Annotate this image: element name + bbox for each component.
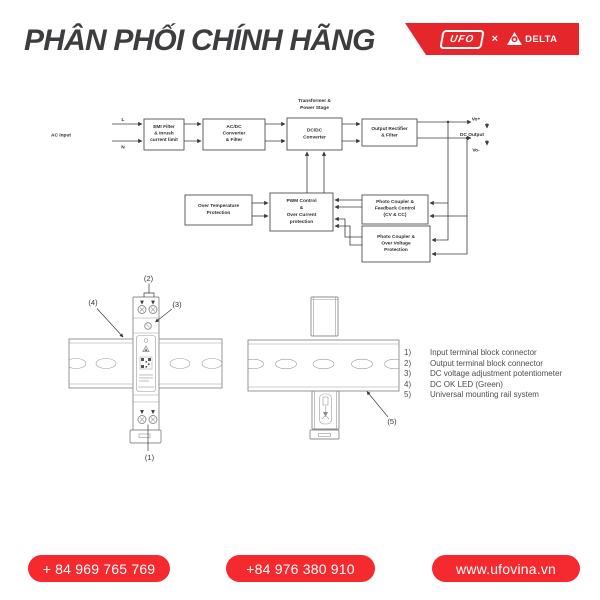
phone-button-2[interactable]: +84 976 380 910 bbox=[226, 555, 375, 582]
rectifier-label: & Filter bbox=[381, 133, 398, 139]
mounting-clip bbox=[309, 390, 340, 440]
legend-text: Universal mounting rail system bbox=[430, 390, 539, 400]
over-temperature-box bbox=[184, 194, 253, 226]
photo-coupler-feedback-box bbox=[361, 194, 429, 225]
legend-text: Output terminal block connector bbox=[430, 358, 543, 368]
phone-button-1[interactable]: + 84 969 765 769 bbox=[28, 555, 170, 582]
din-rail bbox=[247, 339, 400, 392]
website-button[interactable]: www.ufovina.vn bbox=[432, 555, 580, 582]
module-foot bbox=[129, 429, 162, 444]
acdc-label: Converter bbox=[223, 131, 246, 137]
vo-plus-label: Vo+ bbox=[472, 117, 481, 123]
power-supply-module bbox=[129, 296, 162, 444]
delta-logo-text: DELTA bbox=[525, 33, 558, 45]
photo-coupler-overvoltage-box bbox=[361, 225, 431, 263]
otp-label: Over Temperature bbox=[198, 203, 239, 209]
callout-4: (4) bbox=[88, 298, 98, 307]
input-terminal-screw bbox=[148, 305, 158, 314]
parts-legend: 1) Input terminal block connector 2) Out… bbox=[404, 348, 596, 401]
output-rectifier-box bbox=[361, 118, 418, 147]
legend-number: 1) bbox=[404, 348, 412, 357]
input-terminal-screw bbox=[137, 305, 147, 314]
pc-feedback-label: Photo Coupler & bbox=[376, 199, 414, 205]
legend-item: 3) DC voltage adjustment potentiometer bbox=[404, 369, 596, 380]
emi-label: EMI Filter bbox=[153, 124, 175, 130]
line-l-label: L bbox=[122, 117, 125, 123]
delta-mini-logo bbox=[142, 345, 150, 352]
acdc-label: AC/DC bbox=[226, 124, 242, 130]
legend-item: 2) Output terminal block connector bbox=[404, 359, 596, 370]
din-rail-side-view-diagram: (5) bbox=[247, 296, 400, 440]
ac-input-label: AC Input bbox=[51, 133, 71, 139]
legend-number: 5) bbox=[404, 390, 412, 400]
delta-logo: DELTA bbox=[507, 32, 557, 46]
dcdc-converter-box bbox=[286, 117, 343, 151]
dc-output-label: DC Output bbox=[460, 132, 484, 138]
voltage-potentiometer bbox=[144, 322, 152, 330]
legend-item: 1) Input terminal block connector bbox=[404, 348, 596, 359]
emi-label: current limit bbox=[150, 137, 178, 143]
pc-feedback-label: (CV & CC) bbox=[384, 212, 407, 218]
transformer-label: Transformer & bbox=[298, 98, 331, 104]
dcdc-label: DC/DC bbox=[307, 128, 323, 134]
callout-3: (3) bbox=[172, 300, 182, 309]
line-n-label: N bbox=[121, 145, 125, 151]
pwm-label: PWM Control bbox=[286, 198, 316, 204]
callout-5: (5) bbox=[387, 417, 397, 426]
pc-feedback-label: Feedback Control bbox=[375, 206, 416, 212]
module-front-label bbox=[136, 335, 156, 392]
power-supply-block-diagram: AC Input L N EMI Filter & Inrush current… bbox=[51, 98, 490, 263]
qr-code bbox=[139, 356, 153, 370]
page-title: PHÂN PHỐI CHÍNH HÃNG bbox=[24, 24, 375, 57]
emi-label: & Inrush bbox=[154, 131, 174, 137]
emi-filter-box bbox=[143, 118, 185, 151]
callout-2: (2) bbox=[144, 274, 154, 283]
ufo-logo-text: UFO bbox=[448, 33, 475, 45]
legend-text: DC voltage adjustment potentiometer bbox=[430, 369, 563, 379]
acdc-converter-box bbox=[202, 118, 266, 151]
legend-number: 3) bbox=[404, 369, 412, 379]
pwm-label: protection bbox=[290, 219, 314, 225]
output-terminal-screw bbox=[137, 415, 147, 424]
pwm-label: & bbox=[300, 205, 304, 211]
rectifier-label: Output Rectifier bbox=[371, 126, 407, 132]
collab-x-icon: × bbox=[491, 33, 499, 45]
legend-number: 2) bbox=[404, 358, 412, 368]
acdc-label: & Filter bbox=[226, 137, 243, 143]
din-rail-front-view-diagram: (2) (3) (4) (1) bbox=[68, 274, 223, 462]
delta-triangle-icon bbox=[507, 32, 523, 45]
pwm-control-box bbox=[269, 192, 334, 232]
otp-label: Protection bbox=[207, 210, 231, 216]
pc-overvolt-label: Over Voltage bbox=[381, 241, 411, 247]
ufo-logo: UFO bbox=[438, 29, 485, 49]
pwm-label: Over Current bbox=[287, 212, 317, 218]
module-body-rear bbox=[310, 296, 339, 337]
legend-number: 4) bbox=[404, 379, 412, 389]
pc-overvolt-label: Photo Coupler & bbox=[377, 234, 415, 240]
dc-ok-led bbox=[143, 338, 149, 343]
transformer-label: Power Stage bbox=[300, 105, 329, 111]
brand-banner: UFO × DELTA bbox=[405, 23, 579, 55]
legend-item: 4) DC OK LED (Green) bbox=[404, 380, 596, 391]
callout-1: (1) bbox=[145, 453, 155, 462]
legend-text: DC OK LED (Green) bbox=[430, 379, 503, 389]
dcdc-label: Converter bbox=[303, 135, 326, 141]
legend-item: 5) Universal mounting rail system bbox=[404, 390, 596, 401]
legend-text: Input terminal block connector bbox=[430, 348, 537, 357]
vo-minus-label: Vo- bbox=[472, 148, 480, 154]
output-terminal-screw bbox=[148, 415, 158, 424]
clip-base bbox=[309, 429, 340, 440]
pc-overvolt-label: Protection bbox=[384, 247, 408, 253]
